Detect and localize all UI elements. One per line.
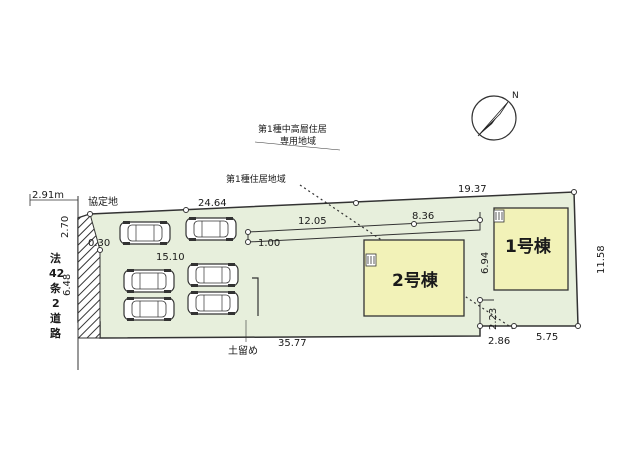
retaining-label: 土留め xyxy=(228,344,258,357)
svg-text:2: 2 xyxy=(52,297,60,310)
north-arrow-icon: N xyxy=(471,91,519,141)
svg-text:6.48: 6.48 xyxy=(62,274,73,296)
meter-box-icon xyxy=(493,209,505,223)
car-icon xyxy=(187,290,239,316)
svg-text:6.94: 6.94 xyxy=(480,252,491,274)
zone-lower-label: 第1種住居地域 xyxy=(226,173,286,185)
meter-box-icon xyxy=(365,253,377,267)
svg-text:2.23: 2.23 xyxy=(488,308,499,330)
svg-text:15.10: 15.10 xyxy=(156,252,185,263)
svg-text:11.58: 11.58 xyxy=(596,245,607,274)
dimension-labels: 24.64 19.37 12.05 8.36 1.00 15.10 0.30 3… xyxy=(60,184,607,349)
svg-text:5.75: 5.75 xyxy=(536,332,558,343)
svg-text:35.77: 35.77 xyxy=(278,338,307,349)
svg-text:2.86: 2.86 xyxy=(488,336,510,347)
svg-text:法: 法 xyxy=(50,251,61,265)
zone-upper-line1: 第1種中高層住居 xyxy=(258,123,327,135)
svg-text:道: 道 xyxy=(50,311,61,325)
svg-text:条: 条 xyxy=(49,281,62,295)
agreement-land-label: 協定地 xyxy=(88,195,118,208)
zone-boundary-line xyxy=(299,184,516,331)
retaining-wall xyxy=(252,277,259,316)
car-icon xyxy=(123,296,175,322)
building-1-label: 1号棟 xyxy=(505,236,552,257)
svg-text:24.64: 24.64 xyxy=(198,198,227,209)
survey-points xyxy=(87,189,581,329)
car-icon xyxy=(185,216,237,242)
svg-text:42: 42 xyxy=(49,267,64,280)
road-label: 法 42 条 2 道 路 xyxy=(49,251,64,340)
car-icon xyxy=(119,220,171,246)
svg-text:1.00: 1.00 xyxy=(258,238,280,249)
car-icon xyxy=(123,268,175,294)
svg-text:0.30: 0.30 xyxy=(88,238,110,249)
car-icon xyxy=(187,262,239,288)
inner-boundary xyxy=(247,212,481,243)
road-width-label: 2.91m xyxy=(32,190,64,201)
svg-text:19.37: 19.37 xyxy=(458,184,487,195)
building-1 xyxy=(493,207,569,291)
zone-upper-line2: 専用地域 xyxy=(280,135,316,147)
svg-text:2.70: 2.70 xyxy=(60,216,71,238)
svg-text:N: N xyxy=(512,91,519,101)
svg-text:8.36: 8.36 xyxy=(412,211,434,222)
building-2 xyxy=(363,239,465,317)
svg-text:路: 路 xyxy=(50,326,62,340)
svg-text:12.05: 12.05 xyxy=(298,216,327,227)
building-2-label: 2号棟 xyxy=(392,270,439,291)
